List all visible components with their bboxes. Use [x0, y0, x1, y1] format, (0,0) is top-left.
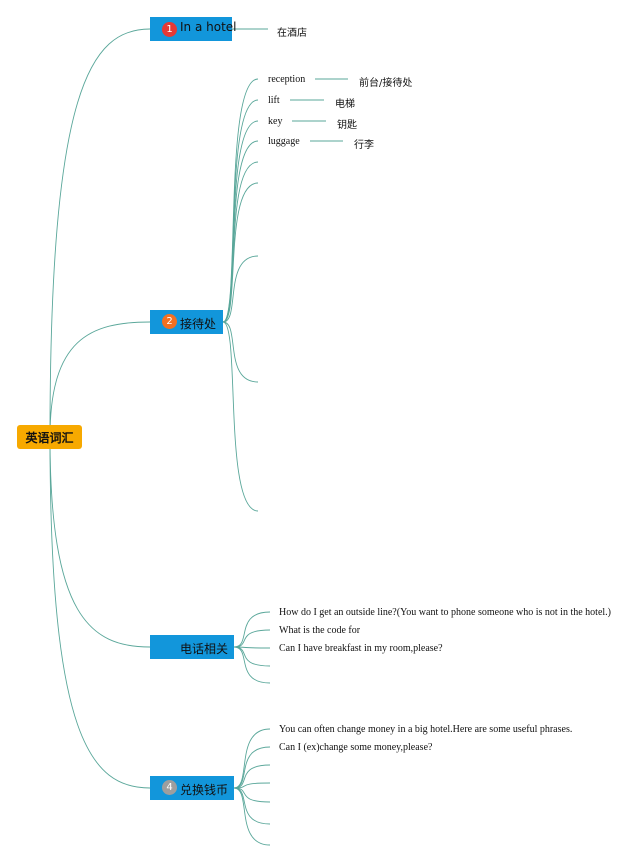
connector-9: [233, 611, 271, 648]
vocab-en: reception: [268, 74, 306, 85]
root-label: 英语词汇: [25, 430, 74, 445]
branch-label: In a hotel: [180, 20, 237, 34]
vocab-cn: 电梯: [335, 99, 355, 110]
branch-phone[interactable]: 电话相关: [150, 635, 234, 659]
root-node[interactable]: 英语词汇: [17, 425, 82, 449]
phrase-text: You can often change money in a big hote…: [279, 724, 573, 735]
vocab-cn: 前台/接待处: [359, 78, 413, 89]
branch-label: 兑换钱币: [180, 783, 229, 797]
connector-14: [233, 728, 271, 789]
connector-10: [233, 629, 271, 648]
branch-in-a-hotel[interactable]: 1 In a hotel: [150, 17, 237, 41]
phrase-text: What is the code for: [279, 625, 361, 636]
connector-17: [233, 782, 271, 789]
connector-12: [233, 646, 271, 667]
vocab-en: key: [268, 116, 283, 127]
vocab-cn: 行李: [354, 140, 374, 151]
branch-label: 接待处: [180, 317, 217, 331]
connector-1: [222, 99, 259, 323]
badge-4-icon: 4: [162, 780, 177, 795]
root-link-3: [49, 436, 151, 789]
connector-8: [222, 321, 259, 512]
badge-2-icon: 2: [162, 314, 177, 329]
connector-13: [233, 646, 271, 684]
connector-7: [222, 321, 259, 383]
vocab-cn: 钥匙: [337, 120, 357, 131]
leaf-text: 在酒店: [277, 28, 307, 39]
root-link-2: [49, 436, 151, 648]
connector-6: [222, 255, 259, 323]
connector-20: [233, 787, 271, 846]
connector-0: [222, 78, 259, 323]
root-link-0: [49, 28, 151, 438]
connector-15: [233, 746, 271, 789]
phrase-text: How do I get an outside line?(You want t…: [279, 607, 611, 618]
phrase-text: Can I (ex)change some money,please?: [279, 742, 433, 753]
connector-3: [222, 140, 259, 323]
branch-label: 电话相关: [180, 642, 229, 656]
root-link-1: [49, 321, 151, 438]
connector-2: [222, 120, 259, 323]
vocab-en: lift: [268, 95, 280, 106]
connector-19: [233, 787, 271, 825]
branch-exchange[interactable]: 4 兑换钱币: [150, 776, 234, 800]
branch-reception[interactable]: 2 接待处: [150, 310, 223, 334]
connector-5: [222, 182, 259, 323]
vocab-en: luggage: [268, 136, 300, 147]
connector-4: [222, 161, 259, 323]
phrase-text: Can I have breakfast in my room,please?: [279, 643, 443, 654]
badge-1-icon: 1: [162, 22, 177, 37]
